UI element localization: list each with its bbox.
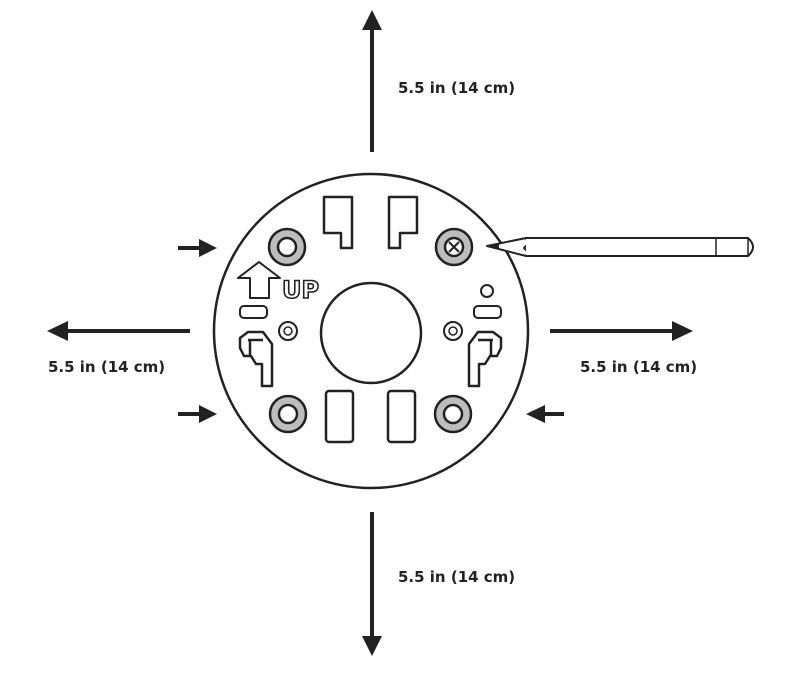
pencil-icon — [486, 237, 754, 257]
screw-hole-lower-left — [268, 394, 308, 434]
center-hole — [319, 281, 423, 385]
clearance-arrow-left — [47, 321, 190, 341]
clearance-label-left: 5.5 in (14 cm) — [48, 358, 166, 376]
screw-hole-lower-right — [433, 394, 473, 434]
clip-right — [467, 330, 503, 388]
marker-left — [239, 305, 268, 319]
pointer-arrow-lower-right — [526, 405, 564, 423]
clearance-arrow-right — [550, 321, 693, 341]
slot-top-right — [387, 195, 419, 250]
clearance-label-top: 5.5 in (14 cm) — [398, 79, 516, 97]
slot-bottom-right — [386, 389, 417, 444]
clip-left — [238, 330, 274, 388]
screw-hole-upper-left — [267, 227, 307, 267]
up-label: UP — [282, 276, 319, 304]
clearance-arrow-top — [362, 10, 382, 152]
slot-top-left — [322, 195, 354, 250]
small-hole-right — [443, 321, 463, 341]
clearance-label-right: 5.5 in (14 cm) — [580, 358, 698, 376]
mounting-plate: UP — [212, 172, 530, 490]
clearance-arrow-bottom — [362, 512, 382, 656]
screw-icon — [434, 227, 474, 267]
up-marking: UP — [237, 261, 320, 305]
pointer-arrow-upper-left — [178, 239, 217, 257]
clearance-label-bottom: 5.5 in (14 cm) — [398, 568, 516, 586]
up-arrow-icon — [237, 261, 281, 299]
small-hole-upper-right — [480, 284, 494, 298]
slot-bottom-left — [324, 389, 355, 444]
pointer-arrow-lower-left — [178, 405, 217, 423]
marker-right — [473, 305, 502, 319]
small-hole-left — [278, 321, 298, 341]
